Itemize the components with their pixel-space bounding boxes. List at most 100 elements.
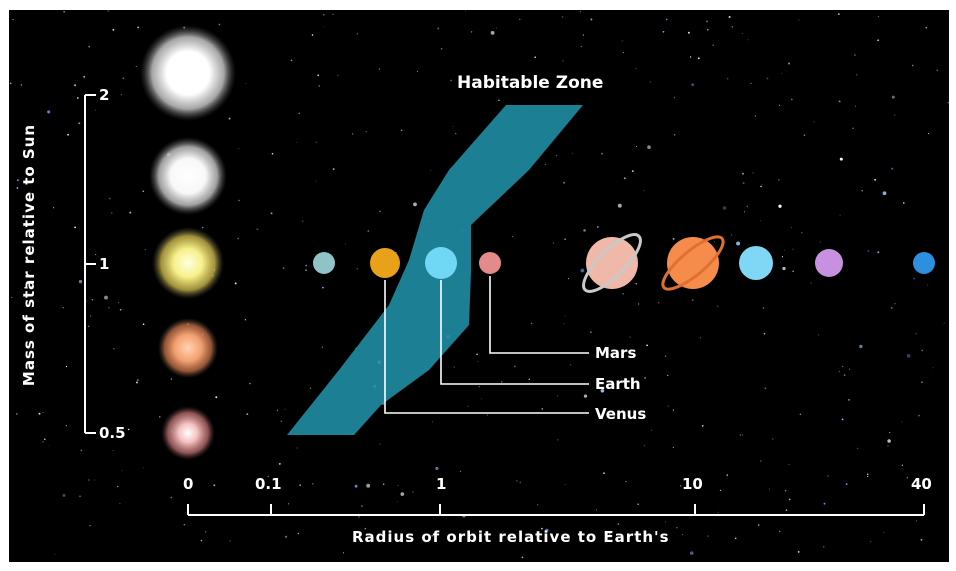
background-star [867,250,869,252]
background-star [544,164,546,165]
background-star [803,134,806,136]
background-star [582,34,585,36]
background-star [323,26,325,28]
background-star [754,115,756,117]
background-star [16,179,19,182]
background-star [530,322,533,325]
background-star [635,283,637,285]
venus-label: Venus [595,405,647,423]
background-star [322,286,324,289]
background-star [471,31,473,33]
background-star [238,147,240,149]
background-star [74,84,77,87]
background-star [437,27,440,30]
background-star [276,409,279,411]
background-star [519,18,521,21]
background-star [63,11,65,13]
background-star [315,141,317,143]
background-star [792,248,794,250]
background-star [249,382,251,385]
background-star [608,533,611,535]
background-star [680,485,682,487]
background-star [43,438,46,441]
background-star [854,105,857,107]
background-star [568,278,570,280]
planet-jupiter [582,233,642,293]
background-star [111,212,113,214]
background-star [332,168,335,171]
background-star [561,15,564,18]
background-star [570,364,572,366]
background-star [435,466,439,470]
background-star [717,305,719,307]
background-star [712,44,714,46]
background-star [772,438,774,440]
background-star [901,421,903,423]
background-star [311,482,314,485]
background-star [752,172,754,174]
background-star [556,438,559,441]
background-star [799,413,802,416]
x-tick-40: 40 [911,475,932,493]
background-star [747,39,749,41]
stars [140,25,236,460]
background-star [889,432,891,434]
background-star [746,205,749,208]
leader-lines [384,276,589,414]
background-star [537,504,539,506]
background-star [788,463,790,465]
background-star [742,182,745,184]
background-star [784,489,787,492]
background-star [936,69,939,72]
background-star [78,279,83,284]
background-star [460,470,462,472]
background-star [797,551,800,553]
background-star [26,171,28,173]
background-star [839,214,841,216]
background-star [401,129,403,131]
background-star [364,527,367,530]
background-star [764,387,767,390]
background-star [596,226,599,228]
background-star [452,125,454,127]
background-star [741,433,744,436]
background-star [894,114,896,116]
background-star [719,489,722,492]
background-star [65,425,67,427]
background-star [215,396,218,399]
background-star [54,553,56,555]
background-star [112,28,115,31]
background-star [845,483,848,486]
background-star [170,378,173,380]
background-star [519,481,522,484]
background-star [516,480,518,482]
background-star [358,516,360,518]
background-star [731,234,733,236]
background-star [465,10,467,12]
background-star [311,34,314,36]
background-star [842,365,844,367]
background-star [861,190,863,192]
background-star [90,315,92,317]
background-star [915,332,918,335]
background-star [769,488,771,490]
background-star [183,524,185,526]
background-star [309,387,312,389]
background-star [400,492,405,496]
background-star [853,54,856,57]
background-star [299,484,302,487]
y-axis-title: Mass of star relative to Sun [20,123,38,387]
background-star [417,70,418,72]
background-star [887,439,891,443]
background-star [430,170,432,172]
background-star [894,303,896,305]
background-star [87,325,90,328]
x-tick-0: 0 [183,475,194,493]
background-star [556,395,558,397]
background-star [478,386,480,388]
background-star [9,82,12,85]
background-star [947,101,949,104]
background-star [839,157,843,161]
background-star [108,197,111,200]
background-star [302,220,304,222]
